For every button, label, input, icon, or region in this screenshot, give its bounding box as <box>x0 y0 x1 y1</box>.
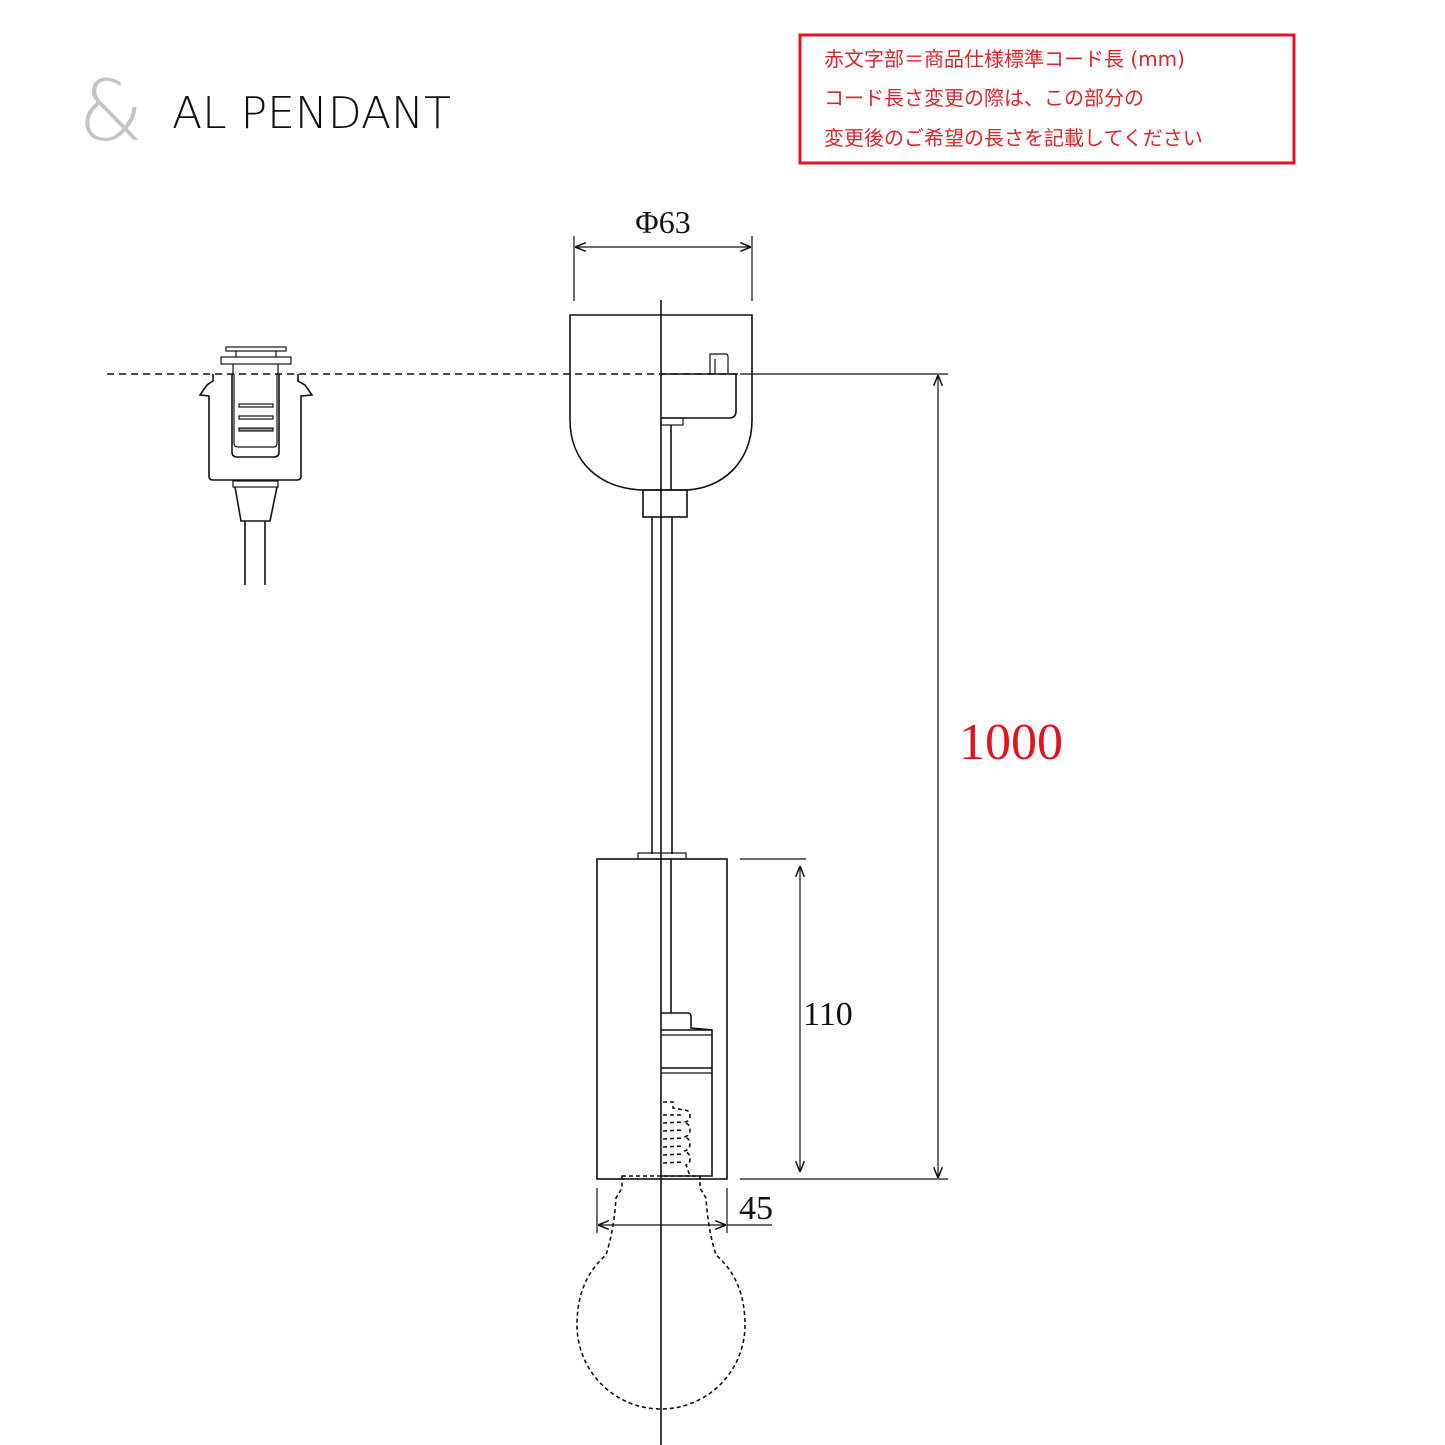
note-line-3: 変更後のご希望の長さを記載してください <box>824 126 1203 150</box>
note-line-1: 赤文字部＝商品仕様標準コード長 (mm) <box>824 47 1185 71</box>
canopy <box>569 314 753 518</box>
note-line-2: コード長さ変更の際は、この部分の <box>824 86 1144 110</box>
cord <box>651 517 673 854</box>
socket-diameter-label: 45 <box>739 1190 773 1227</box>
ceiling-plug <box>198 346 314 585</box>
socket-diameter-dimension: 45 <box>596 1188 773 1233</box>
cord-length-label: 1000 <box>959 714 1063 771</box>
light-bulb <box>576 1175 746 1410</box>
brand-logo: & <box>78 62 144 160</box>
cord-length-dimension: 1000 <box>740 375 1063 1180</box>
note-box: 赤文字部＝商品仕様標準コード長 (mm) コード長さ変更の際は、この部分の 変更… <box>798 33 1296 165</box>
product-title: AL PENDANT <box>172 88 451 139</box>
socket-height-label: 110 <box>803 996 853 1033</box>
canopy-diameter-label: Φ63 <box>635 204 690 240</box>
socket-height-dimension: 110 <box>740 858 853 1172</box>
socket-housing <box>596 852 728 1180</box>
canopy-diameter-dimension: Φ63 <box>573 204 753 301</box>
